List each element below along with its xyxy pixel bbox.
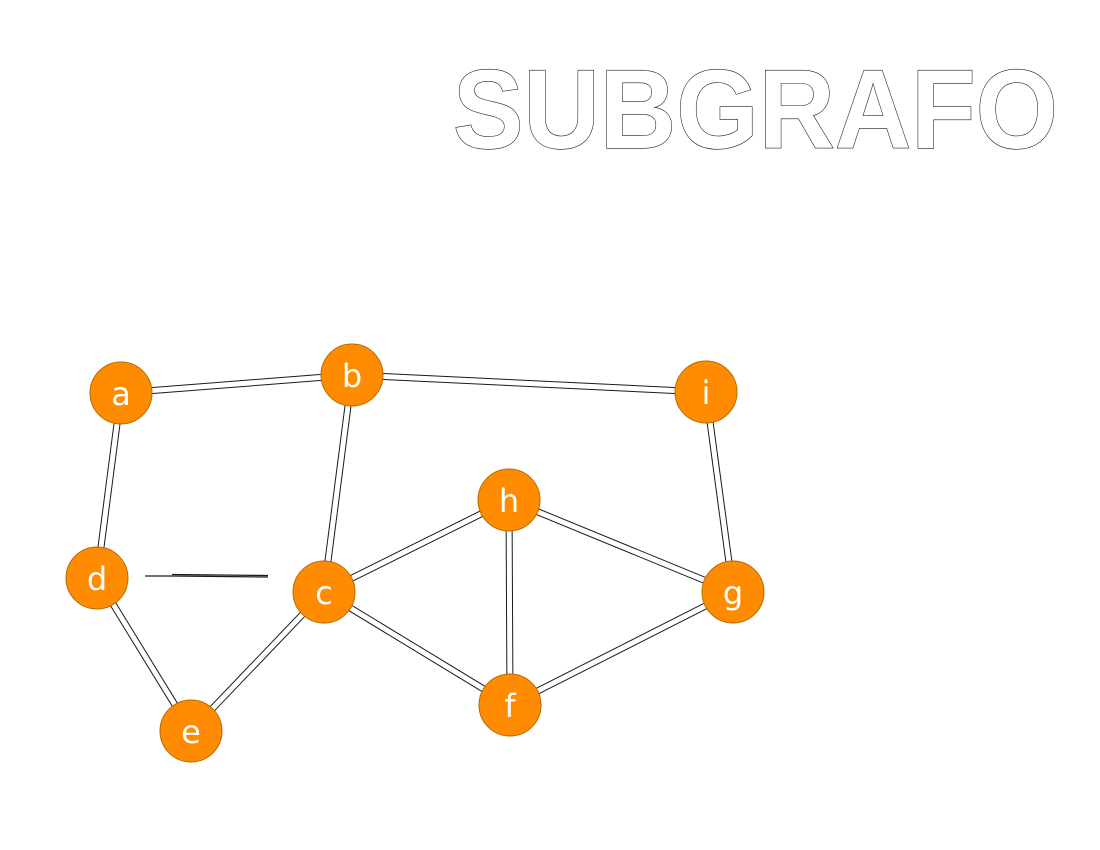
edge-fill	[322, 497, 511, 595]
node-label: d	[87, 560, 107, 598]
edge-fill	[508, 589, 735, 708]
edge-b-i	[351, 371, 707, 396]
node-a: a	[89, 361, 153, 425]
node-circle	[477, 468, 541, 532]
edge-fill	[189, 590, 326, 733]
node-circle	[701, 560, 765, 624]
node-label: i	[702, 374, 711, 412]
node-c: c	[292, 560, 356, 624]
node-circle	[320, 343, 384, 407]
node-circle	[292, 560, 356, 624]
node-b: b	[320, 343, 384, 407]
node-label: g	[723, 574, 743, 612]
node-e: e	[159, 699, 223, 763]
node-label: a	[111, 375, 131, 413]
node-d: d	[65, 546, 129, 610]
edge-fill	[321, 374, 355, 593]
node-label: h	[499, 482, 519, 520]
edge-fill	[120, 372, 353, 396]
node-h: h	[477, 468, 541, 532]
node-label: c	[315, 574, 333, 612]
edge-f-g	[508, 588, 735, 709]
edge-a-b	[120, 371, 353, 397]
edge-fill	[351, 372, 707, 395]
node-label: b	[342, 357, 362, 395]
node-i: i	[674, 360, 738, 424]
edges-layer	[93, 371, 737, 734]
edge-i-g	[702, 391, 737, 593]
edge-fill	[703, 391, 736, 593]
edge-b-c	[320, 374, 356, 593]
nodes-layer: a b i h d c g f e	[65, 343, 765, 763]
node-label: e	[181, 713, 201, 751]
edge-fill	[508, 497, 734, 595]
node-f: f	[478, 673, 542, 737]
edge-c-h	[322, 496, 511, 596]
edge-h-g	[507, 496, 735, 596]
edge-h-f	[505, 499, 514, 706]
node-circle	[159, 699, 223, 763]
edge-d-c	[145, 573, 269, 578]
edge-c-e	[188, 589, 327, 734]
node-label: f	[504, 687, 516, 725]
node-circle	[478, 673, 542, 737]
edge-fill	[322, 589, 512, 708]
node-g: g	[701, 560, 765, 624]
node-circle	[65, 546, 129, 610]
edge-segment	[171, 575, 269, 578]
edge-segment	[171, 573, 269, 577]
node-circle	[674, 360, 738, 424]
diagram-title: SUBGRAFO	[453, 47, 1058, 172]
edge-c-f	[322, 589, 512, 708]
node-circle	[89, 361, 153, 425]
edge-fill	[506, 499, 513, 706]
